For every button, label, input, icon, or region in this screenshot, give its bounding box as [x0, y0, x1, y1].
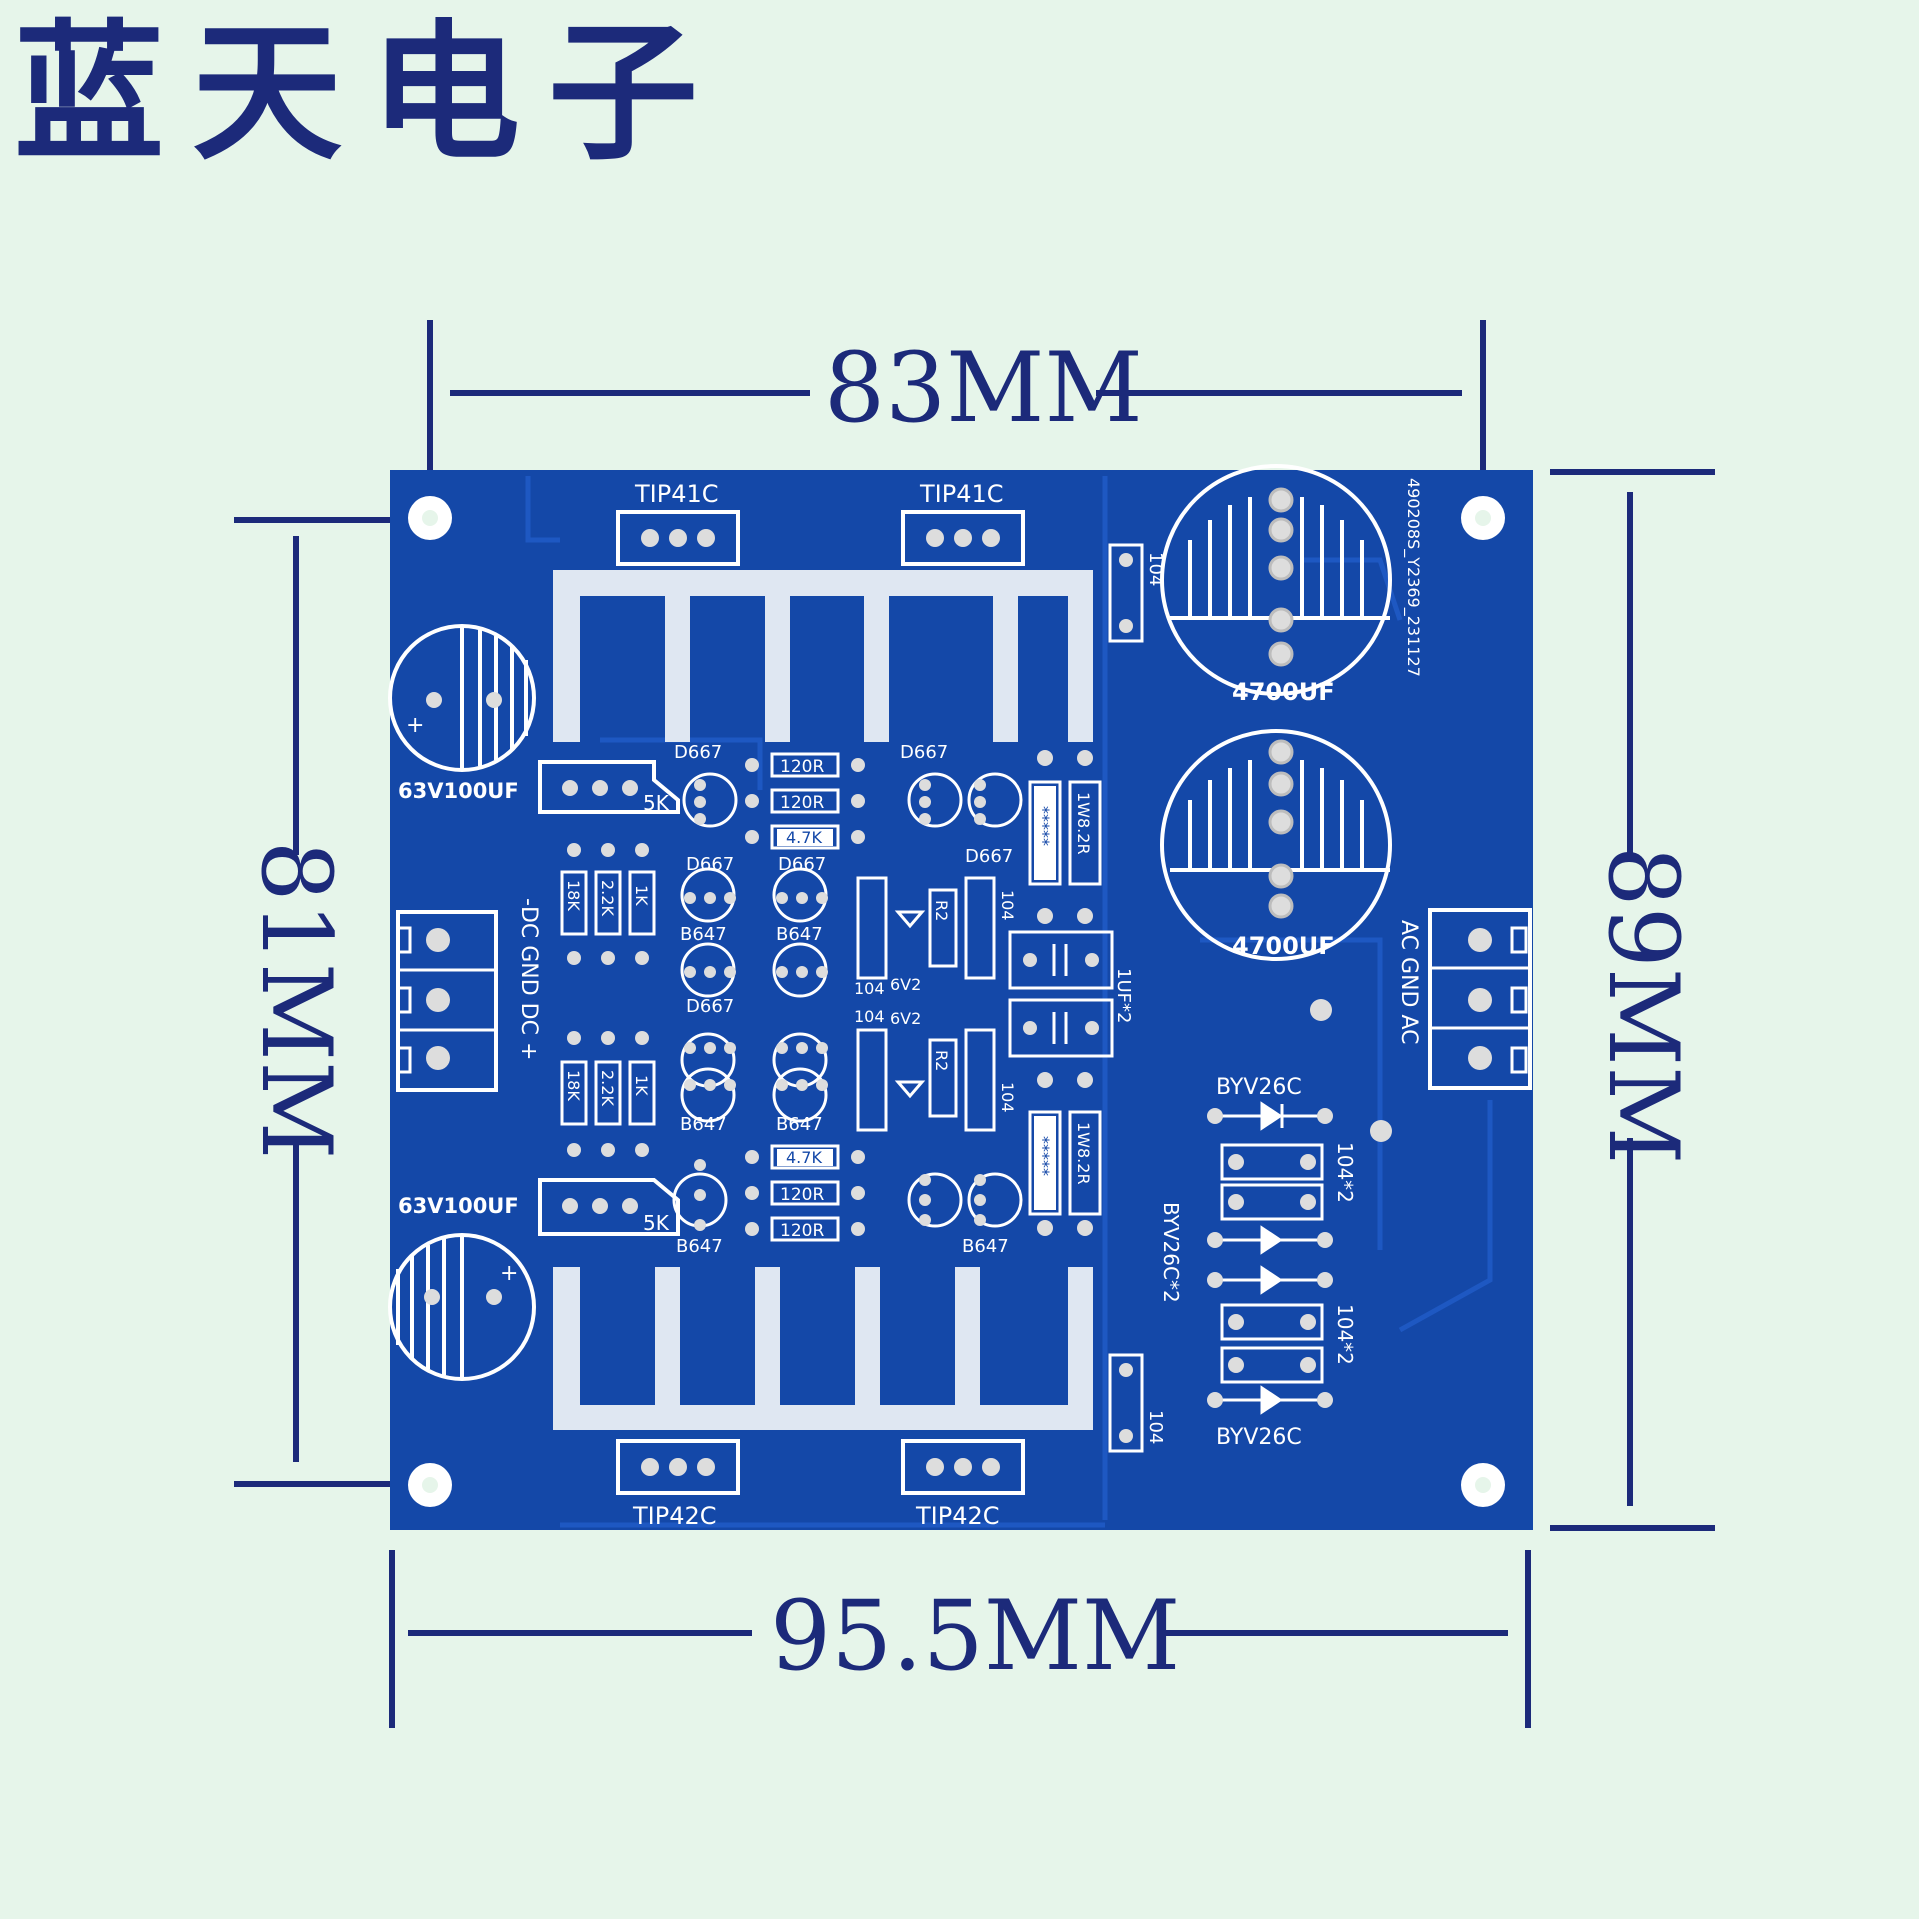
dc-terminal	[396, 910, 498, 1092]
resistor-boxes	[770, 752, 840, 1242]
q2-label: TIP41C	[919, 480, 1004, 508]
film-capacitors	[1008, 930, 1114, 1058]
small-capacitor-2	[388, 1233, 536, 1381]
big-cap-2-label: 4700UF	[1232, 932, 1335, 960]
b647-2-label: B647	[776, 924, 823, 945]
small-cap-1-label: 63V100UF	[398, 779, 519, 803]
big-capacitor-pads	[1268, 487, 1294, 919]
cap-104-4-label: 104	[854, 1007, 885, 1026]
svg-text:+: +	[406, 713, 424, 738]
res-col-4-label: 18K	[564, 1070, 583, 1101]
cap-104-6-label: 104	[998, 1082, 1017, 1113]
cap-104-5-label: 104	[998, 890, 1017, 921]
film-capacitor-pads	[1023, 953, 1099, 1035]
bridge-diodes	[1210, 1101, 1330, 1415]
power-res-stars-2: *****	[1034, 1136, 1053, 1176]
trimmer-footprints	[538, 760, 680, 1236]
capacitor-plus-marks: + +	[406, 713, 518, 1286]
diode-2-label: BYV26C	[1216, 1425, 1302, 1450]
zener-2-label: 6V2	[890, 1009, 921, 1028]
small-cap-2-label: 63V100UF	[398, 1194, 519, 1218]
transistor-footprints	[616, 510, 1025, 1495]
mounting-holes	[408, 496, 1505, 1507]
res-col-5-label: 2.2K	[598, 1070, 617, 1106]
res-col-6-label: 1K	[632, 1075, 651, 1096]
power-res-2-label: 1W8.2R	[1074, 1122, 1093, 1185]
top-dimension-label: 83MM	[824, 332, 1143, 444]
d667-6-label: D667	[686, 996, 734, 1017]
small-transistor-pads	[684, 779, 986, 1231]
b647-4-label: B647	[776, 1114, 823, 1135]
res-bottom-2-label: 120R	[780, 1185, 824, 1205]
zener-area	[856, 876, 996, 1132]
d667-5-label: D667	[778, 854, 826, 875]
cap-pair-1-label: 104*2	[1333, 1142, 1357, 1203]
q3-label: TIP42C	[632, 1502, 717, 1530]
big-capacitor-2	[1160, 729, 1392, 961]
resistor-pads	[745, 758, 865, 1236]
power-res-fill-1	[1034, 786, 1056, 880]
d667-2-label: D667	[900, 742, 948, 763]
diode-1-label: BYV26C	[1216, 1075, 1302, 1100]
trim-2-label: 5K	[643, 1211, 670, 1235]
b647-6-label: B647	[962, 1236, 1009, 1257]
zener-1-label: 6V2	[890, 975, 921, 994]
power-resistor-boxes	[1028, 780, 1102, 1216]
d667-1-label: D667	[674, 742, 722, 763]
q1-label: TIP41C	[634, 480, 719, 508]
trimmer-pads	[562, 780, 638, 1214]
small-capacitor-pads	[424, 692, 502, 1305]
b647-3-label: B647	[680, 1114, 727, 1135]
d667-3-label: D667	[965, 846, 1013, 867]
b647-1-label: B647	[680, 924, 727, 945]
res-col-2-label: 2.2K	[598, 880, 617, 916]
res-bottom-1-label: 4.7K	[786, 1148, 822, 1167]
ac-terminal	[1428, 908, 1532, 1090]
diode-pair-label: BYV26C*2	[1159, 1202, 1183, 1303]
film-cap-label: 1UF*2	[1113, 968, 1134, 1023]
res-top-1-label: 120R	[780, 757, 824, 777]
q4-label: TIP42C	[915, 1502, 1000, 1530]
cap-104-pads	[1119, 553, 1133, 1443]
res-col-3-label: 1K	[632, 885, 651, 906]
copper-traces	[525, 476, 1493, 1528]
cap-104-2-label: 104	[1145, 1410, 1166, 1444]
brand-title: 蓝天电子	[14, 5, 727, 181]
transistor-pads	[641, 529, 1000, 1476]
cap-pair-2-label: 104*2	[1333, 1304, 1357, 1365]
power-resistor-pads	[1037, 750, 1093, 1236]
bridge-diode-pads	[1207, 999, 1392, 1408]
dimension-lines	[234, 320, 1715, 1728]
power-res-stars-1: *****	[1034, 806, 1053, 846]
cap-104-footprints	[1108, 543, 1144, 1453]
cap-104-3-label: 104	[854, 979, 885, 998]
res-col-pads	[567, 843, 649, 1157]
ac-terminal-label: AC GND AC	[1396, 920, 1421, 1044]
res-bottom-3-label: 120R	[780, 1221, 824, 1241]
cap-104-1-label: 104	[1145, 552, 1166, 586]
heatsink-bottom	[553, 1267, 1093, 1430]
power-res-fill-2	[1034, 1116, 1056, 1210]
res-col-boxes	[560, 870, 656, 1126]
b647-5-label: B647	[676, 1236, 723, 1257]
dc-terminal-label: -DC GND DC +	[516, 898, 541, 1060]
trim-1-label: 5K	[643, 791, 670, 815]
r2-1-label: R2	[932, 900, 951, 921]
resistor-fill-1	[777, 829, 833, 846]
res-col-1-label: 18K	[564, 880, 583, 911]
bottom-dimension-label: 95.5MM	[770, 1580, 1181, 1692]
big-cap-1-label: 4700UF	[1232, 678, 1335, 706]
resistor-fill-2	[777, 1149, 833, 1166]
svg-text:+: +	[500, 1261, 518, 1286]
res-top-2-label: 120R	[780, 793, 824, 813]
board-id: 490208S_Y2369_231127	[1403, 478, 1423, 677]
heatsink-top	[553, 570, 1093, 742]
r2-2-label: R2	[932, 1050, 951, 1071]
d667-4-label: D667	[686, 854, 734, 875]
res-top-3-label: 4.7K	[786, 828, 822, 847]
power-res-1-label: 1W8.2R	[1074, 792, 1093, 855]
